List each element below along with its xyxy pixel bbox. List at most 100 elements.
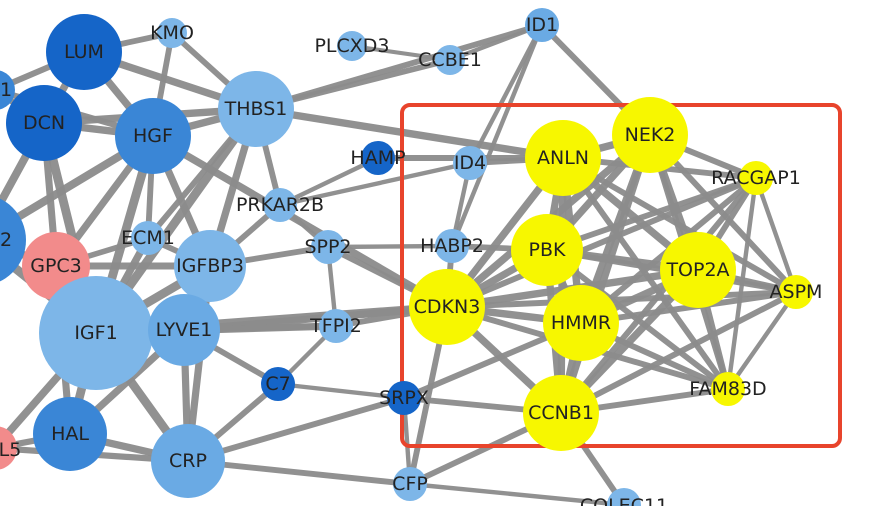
node-circle[interactable]: [739, 161, 773, 195]
node-lum[interactable]: LUM: [46, 14, 122, 90]
node-top2a[interactable]: TOP2A: [660, 232, 736, 308]
node-circle[interactable]: [151, 424, 225, 498]
node-label: IGFBP3: [176, 255, 244, 277]
node-label: ASPM: [770, 281, 823, 303]
node-circle[interactable]: [39, 276, 153, 390]
node-circle[interactable]: [33, 397, 107, 471]
node-circle[interactable]: [525, 120, 601, 196]
edge-ccnb1-racgap1: [558, 175, 759, 416]
edge-habp2-id1: [449, 22, 545, 249]
node-circle[interactable]: [148, 294, 220, 366]
node-circle[interactable]: [131, 221, 165, 255]
node-crp[interactable]: CRP: [151, 424, 225, 498]
node-left2[interactable]: 2: [0, 194, 26, 286]
node-cdkn3[interactable]: CDKN3: [409, 269, 485, 345]
node-label: FAM83D: [689, 378, 766, 400]
node-label: CDKN3: [414, 296, 481, 318]
node-igf1[interactable]: IGF1: [39, 276, 153, 390]
node-circle[interactable]: [435, 45, 465, 75]
edge-prkar2b-hamp: [277, 155, 381, 208]
node-dcn[interactable]: DCN: [6, 85, 82, 161]
node-label: IGF1: [74, 322, 117, 344]
node-label: L5: [0, 439, 21, 461]
node-prkar2b[interactable]: PRKAR2B: [236, 188, 324, 222]
node-srpx[interactable]: SRPX: [379, 381, 429, 415]
node-igfbp3[interactable]: IGFBP3: [174, 230, 246, 302]
node-circle[interactable]: [0, 194, 26, 286]
node-circle[interactable]: [409, 269, 485, 345]
node-circle[interactable]: [607, 488, 641, 506]
node-left1[interactable]: 1: [0, 70, 15, 110]
node-hamp[interactable]: HAMP: [350, 141, 406, 175]
node-circle[interactable]: [543, 285, 619, 361]
edge-racgap1-aspm: [753, 175, 799, 295]
node-id4[interactable]: ID4: [453, 146, 487, 180]
node-circle[interactable]: [174, 230, 246, 302]
node-kmo[interactable]: KMO: [150, 18, 194, 48]
node-thbs1[interactable]: THBS1: [218, 71, 294, 147]
node-c7[interactable]: C7: [261, 367, 295, 401]
node-circle[interactable]: [6, 85, 82, 161]
node-circle[interactable]: [779, 275, 813, 309]
node-plcxd3[interactable]: PLCXD3: [314, 31, 390, 61]
node-racgap1[interactable]: RACGAP1: [711, 161, 801, 195]
node-colec11[interactable]: COLEC11: [580, 488, 668, 506]
node-circle[interactable]: [311, 230, 345, 264]
node-ccnb1[interactable]: CCNB1: [523, 375, 599, 451]
node-hal[interactable]: HAL: [33, 397, 107, 471]
node-circle[interactable]: [525, 8, 559, 42]
node-circle[interactable]: [319, 309, 353, 343]
node-circle[interactable]: [218, 71, 294, 147]
node-label: ECM1: [121, 227, 175, 249]
node-label: ID4: [454, 152, 486, 174]
node-ccbe1[interactable]: CCBE1: [418, 45, 482, 75]
node-label: LUM: [64, 41, 104, 63]
node-circle[interactable]: [453, 146, 487, 180]
node-hmmr[interactable]: HMMR: [543, 285, 619, 361]
node-label: GPC3: [30, 255, 82, 277]
node-circle[interactable]: [46, 14, 122, 90]
node-hgf[interactable]: HGF: [115, 98, 191, 174]
node-id1[interactable]: ID1: [525, 8, 559, 42]
node-cfp[interactable]: CFP: [392, 467, 428, 501]
node-circle[interactable]: [523, 375, 599, 451]
node-pbk[interactable]: PBK: [511, 214, 583, 286]
node-label: ANLN: [537, 147, 589, 169]
node-aspm[interactable]: ASPM: [770, 275, 823, 309]
node-circle[interactable]: [711, 372, 745, 406]
node-circle[interactable]: [157, 18, 187, 48]
node-label: 1: [0, 79, 12, 101]
node-label: CRP: [169, 450, 207, 472]
node-circle[interactable]: [660, 232, 736, 308]
node-label: DCN: [23, 112, 65, 134]
node-nek2[interactable]: NEK2: [612, 97, 688, 173]
node-circle[interactable]: [361, 141, 395, 175]
node-circle[interactable]: [337, 31, 367, 61]
node-circle[interactable]: [612, 97, 688, 173]
node-anln[interactable]: ANLN: [525, 120, 601, 196]
node-circle[interactable]: [0, 426, 17, 470]
node-circle[interactable]: [435, 229, 469, 263]
node-circle[interactable]: [0, 70, 15, 110]
node-circle[interactable]: [387, 381, 421, 415]
node-circle[interactable]: [261, 367, 295, 401]
edge-prkar2b-id4: [277, 160, 473, 208]
node-circle[interactable]: [393, 467, 427, 501]
node-habp2[interactable]: HABP2: [420, 229, 484, 263]
node-label: C7: [265, 373, 290, 395]
node-lyve1[interactable]: LYVE1: [148, 294, 220, 366]
edge-crp-srpx: [185, 395, 407, 464]
edge-racgap1-fam83d: [725, 175, 759, 392]
node-fam83d[interactable]: FAM83D: [689, 372, 767, 406]
node-spp2[interactable]: SPP2: [304, 230, 352, 264]
edge-spp2-habp2: [325, 243, 455, 250]
node-leftl5[interactable]: L5: [0, 426, 21, 470]
node-label: TOP2A: [665, 259, 729, 281]
node-circle[interactable]: [263, 188, 297, 222]
node-circle[interactable]: [115, 98, 191, 174]
node-circle[interactable]: [511, 214, 583, 286]
node-ecm1[interactable]: ECM1: [121, 221, 175, 255]
node-label: 2: [0, 229, 12, 251]
node-tfpi2[interactable]: TFPI2: [309, 309, 362, 343]
